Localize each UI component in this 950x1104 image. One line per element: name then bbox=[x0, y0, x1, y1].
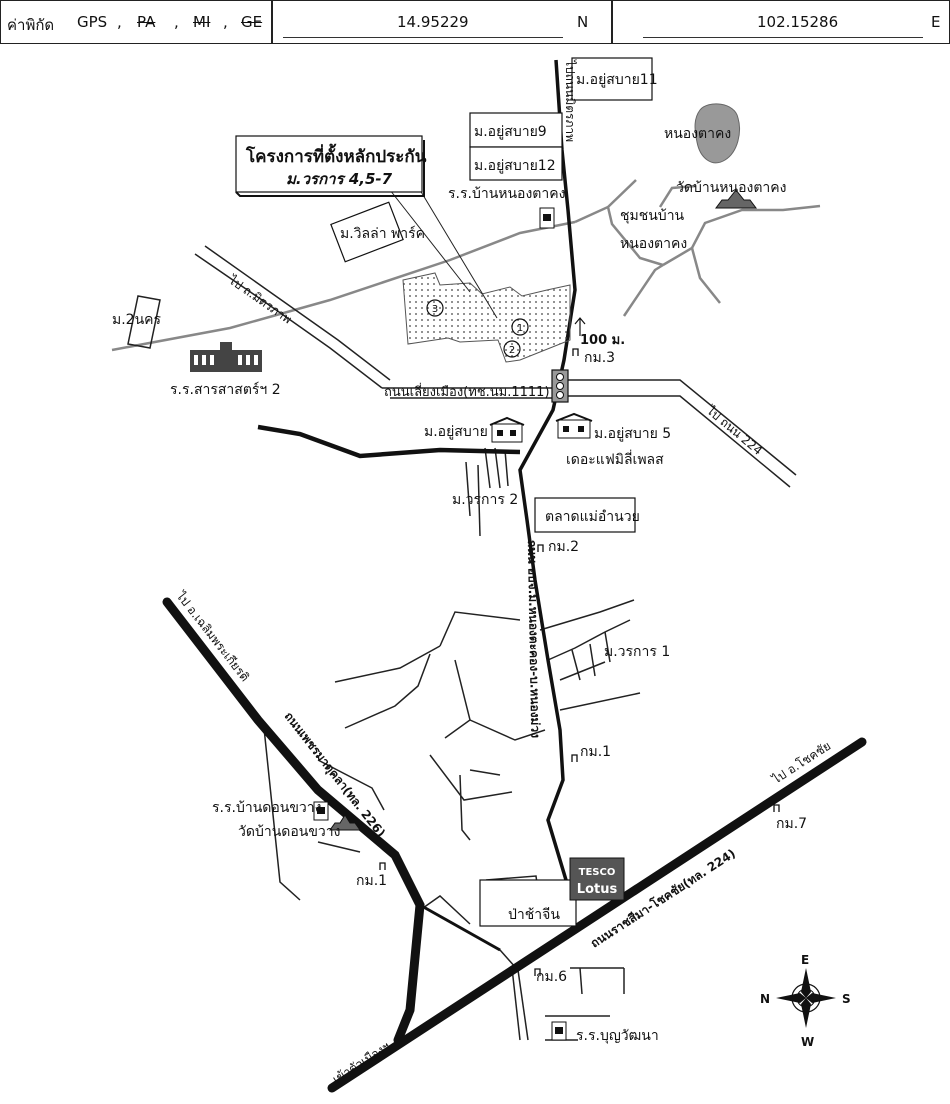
label-distance: 100 ม. bbox=[580, 333, 625, 348]
label-m-yusabai12: ม.อยู่สบาย12 bbox=[474, 158, 556, 174]
compass-e: E bbox=[801, 953, 809, 967]
compass-w: W bbox=[801, 1035, 814, 1049]
project-box bbox=[235, 135, 423, 193]
lake-nong-ta-khong bbox=[694, 103, 740, 164]
temple-icon bbox=[715, 189, 757, 209]
longitude-direction: E bbox=[931, 13, 941, 31]
label-km7: กม.7 bbox=[776, 816, 807, 832]
label-nong-ta-khong: หนองตาคง bbox=[664, 126, 731, 142]
label-community-1: ชุมชนบ้าน bbox=[620, 208, 685, 224]
longitude-cell: 102.15286 E bbox=[612, 0, 950, 44]
label-family-plus: เดอะแฟมิลี่เพลส bbox=[566, 450, 664, 468]
label-school-bun-watthana: ร.ร.บุญวัฒนา bbox=[576, 1028, 659, 1044]
coordinate-method-cell: ค่าพิกัด GPS , PA , MI , GE bbox=[0, 0, 272, 44]
label-pa-cha-chin: ป่าช้าจีน bbox=[508, 907, 560, 923]
svg-text:1: 1 bbox=[517, 323, 523, 334]
box-m-yusabai12 bbox=[469, 146, 563, 181]
label-school-nong-ta-khong: ร.ร.บ้านหนองตาคง bbox=[448, 186, 565, 202]
longitude-value: 102.15286 bbox=[757, 13, 839, 31]
compass-rose: E W N S bbox=[760, 953, 851, 1049]
box-m-yusabai9 bbox=[469, 112, 563, 148]
highways bbox=[162, 597, 867, 1093]
label-km6: กม.6 bbox=[536, 969, 567, 985]
label-wat-don-khwang: วัดบ้านดอนขวาง bbox=[238, 824, 340, 840]
location-map: 3 12 bbox=[111, 57, 867, 1093]
box-market bbox=[534, 497, 636, 533]
latitude-direction: N bbox=[577, 13, 589, 31]
label-m-yusabai9: ม.อยู่สบาย9 bbox=[474, 124, 547, 140]
box-m-yusabai11 bbox=[571, 57, 653, 101]
project-subtitle: ม.วรการ 4,5-7 bbox=[286, 170, 393, 188]
label-km2: กม.2 bbox=[548, 539, 579, 555]
separator: , bbox=[117, 13, 122, 31]
label-km3: กม.3 bbox=[584, 350, 615, 366]
ge-option: GE bbox=[241, 13, 263, 31]
label-m2-nakhon: ม.2นคร bbox=[112, 312, 162, 328]
box-pa-cha-chin bbox=[479, 879, 577, 927]
label-community-2: หนองตาคง bbox=[620, 236, 687, 252]
tesco-lotus-logo: TESCO Lotus bbox=[569, 857, 625, 901]
label-to-224: ไป ถนน 224 bbox=[703, 403, 765, 458]
school-icon bbox=[539, 207, 555, 229]
house-icon bbox=[489, 416, 525, 443]
mi-option: MI bbox=[193, 13, 211, 31]
project-title: โครงการที่ตั้งหลักประกัน bbox=[245, 143, 427, 167]
minor-roads-gray bbox=[111, 179, 821, 352]
label-km1-left: กม.1 bbox=[356, 873, 387, 889]
coordinate-label: ค่าพิกัด bbox=[7, 16, 55, 34]
compass-n: N bbox=[760, 992, 770, 1006]
gps-option: GPS bbox=[77, 13, 108, 31]
label-road-phetmatkhala: ถนนเพชรมาตุคลา(ทล. 226) bbox=[281, 709, 388, 840]
branch-road bbox=[257, 424, 521, 459]
svg-text:Lotus: Lotus bbox=[577, 882, 618, 897]
svg-text:TESCO: TESCO bbox=[579, 867, 616, 878]
school-icon bbox=[551, 1021, 567, 1041]
label-road-local: ถนน อบจ.ม.หนองตะคอง-บ.หนองม่วง bbox=[525, 540, 542, 738]
pa-option: PA bbox=[137, 13, 156, 31]
label-m-villa-park: ม.วิลล่า พาร์ค bbox=[340, 225, 425, 242]
separator: , bbox=[174, 13, 179, 31]
label-road-bypass: ถนนเลี่ยงเมือง(ทช.นม.1111) bbox=[384, 383, 550, 400]
label-m-worakan2: ม.วรการ 2 bbox=[452, 492, 518, 508]
project-plot bbox=[402, 272, 571, 363]
label-market: ตลาดแม่อำนวย bbox=[545, 509, 640, 525]
latitude-value: 14.95229 bbox=[397, 13, 469, 31]
label-school-sarasas: ร.ร.สารสาสตร์ฯ 2 bbox=[170, 381, 281, 398]
label-m-yusabai: ม.อยู่สบาย bbox=[424, 424, 488, 440]
villa-park-plot bbox=[330, 201, 404, 263]
label-to-chaloem: ไป อ.เฉลิมพระเกียรติ bbox=[173, 588, 252, 684]
school-icon bbox=[313, 801, 329, 821]
latitude-cell: 14.95229 N bbox=[272, 0, 612, 44]
house-icon bbox=[555, 412, 593, 439]
compass-s: S bbox=[842, 992, 851, 1006]
school-building-icon bbox=[190, 342, 262, 372]
label-km1-right: กม.1 bbox=[580, 744, 611, 760]
label-m-yusabai5: ม.อยู่สบาย 5 bbox=[594, 426, 671, 442]
label-m-worakan1: ม.วรการ 1 bbox=[604, 644, 670, 660]
label-m-yusabai11: ม.อยู่สบาย11 bbox=[576, 72, 658, 88]
separator: , bbox=[223, 13, 228, 31]
label-school-don-khwang: ร.ร.บ้านดอนขวาง bbox=[212, 800, 321, 816]
temple-icon bbox=[329, 814, 361, 831]
label-to-city: เข้าตัวเมืองฯ bbox=[330, 1039, 392, 1086]
svg-text:2: 2 bbox=[509, 345, 515, 356]
label-road-north: ไปถนนมิตรภาพ bbox=[563, 59, 577, 142]
coordinate-header: ค่าพิกัด GPS , PA , MI , GE 14.95229 N 1… bbox=[0, 0, 950, 46]
svg-text:3: 3 bbox=[432, 304, 438, 315]
main-road bbox=[518, 59, 577, 901]
label-wat-nong-ta-khong: วัดบ้านหนองตาคง bbox=[676, 180, 786, 196]
